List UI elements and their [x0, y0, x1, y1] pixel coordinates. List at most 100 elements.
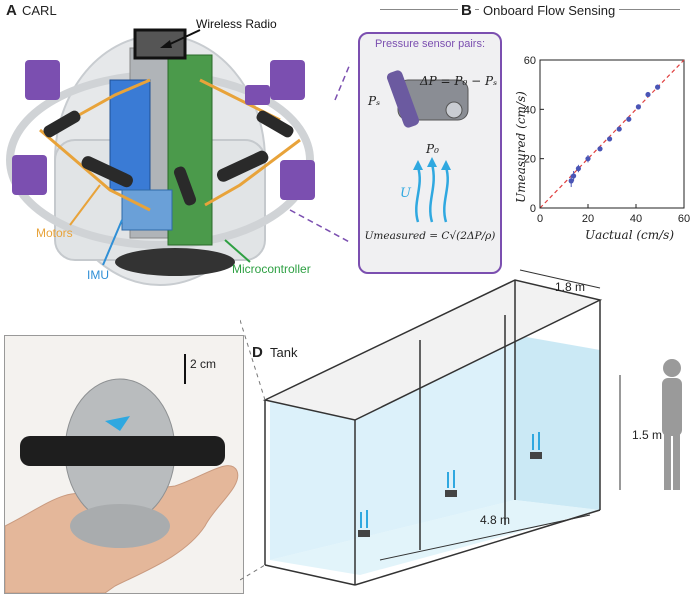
tank-sensor-3 — [530, 452, 542, 459]
photo-frame — [4, 335, 244, 594]
panel-b-letter: B — [458, 2, 475, 19]
water-side — [515, 335, 600, 510]
label-wireless-radio: Wireless Radio — [196, 17, 277, 31]
human-silhouette — [662, 359, 682, 490]
hand-photo — [5, 354, 239, 593]
panel-a-letter: A — [6, 2, 17, 19]
sensor-fin — [386, 70, 420, 128]
y-tick-label: 60 — [524, 55, 536, 67]
bracket-top-right — [270, 60, 305, 100]
micro-callout — [224, 239, 251, 263]
tank-flow-arrows — [360, 432, 540, 528]
tank-bottom-front — [264, 564, 356, 586]
flow-arrows — [415, 163, 449, 223]
ps-label: Pₛ — [368, 94, 381, 108]
radio-arrow — [160, 40, 172, 48]
flow-head-1 — [413, 160, 423, 170]
data-point — [575, 165, 581, 172]
radio-module — [134, 29, 186, 59]
flow-head-2 — [427, 157, 437, 167]
panel-a-title: CARL — [22, 3, 57, 18]
tank-frame — [262, 279, 603, 586]
motor-center — [173, 166, 197, 206]
human-torso — [662, 378, 682, 436]
bracket-left — [12, 155, 47, 195]
sensor-box: Pressure sensor pairs: ΔP = P₀ − Pₛ Pₛ P… — [358, 32, 502, 274]
chart-ylabel: Umeasured (cm/s) — [513, 91, 528, 203]
dim-length-line — [379, 514, 591, 561]
panel-d-title: Tank — [270, 345, 298, 360]
data-point — [626, 116, 632, 122]
human-head — [663, 359, 681, 377]
tank-bottom-side — [354, 509, 601, 586]
motor-right-upper — [256, 110, 294, 138]
dim-height-label: 1.5 m — [632, 428, 663, 442]
dimension-lines — [379, 269, 621, 561]
x-tick-label: 40 — [630, 213, 642, 225]
motor-outline-left — [69, 78, 151, 122]
data-point — [635, 104, 641, 110]
chart-xlabel: Uactual (cm/s) — [585, 228, 675, 242]
connector-c-upper — [240, 319, 266, 401]
motor-right-lower — [216, 150, 269, 182]
connector-c-lower — [240, 564, 266, 581]
sensor-box-header: Pressure sensor pairs: — [374, 38, 486, 50]
dim-width-label: 1.8 m — [555, 280, 586, 294]
dim-length-label: 4.8 m — [480, 513, 511, 527]
base-plate — [115, 248, 235, 276]
y-tick-label: 0 — [530, 203, 536, 215]
flow-arrowheads — [413, 157, 451, 170]
y-tick-label: 20 — [524, 154, 536, 166]
tank-sensors — [358, 432, 542, 537]
flow-formula: Umeasured = C√(2ΔP/ρ) — [364, 230, 496, 242]
panel-d-letter: D — [252, 344, 263, 361]
sensor-port — [445, 101, 463, 119]
tank-sensor-2 — [445, 490, 457, 497]
motor-left-lower — [81, 156, 133, 188]
dim-width-line — [519, 269, 601, 289]
flow-arrow-1 — [415, 166, 421, 223]
bracket-group — [12, 60, 315, 200]
motor-outline-right-lower — [204, 138, 301, 207]
human-leg-right — [673, 432, 680, 490]
bracket-top-left — [25, 60, 60, 100]
u-label: U — [400, 186, 411, 201]
data-point — [568, 178, 574, 184]
bracket-right — [280, 160, 315, 200]
data-point — [607, 136, 613, 142]
plot-frame — [539, 59, 685, 209]
carl-base — [70, 504, 170, 548]
sensor-illustration — [386, 70, 469, 223]
x-tick-label: 60 — [678, 213, 690, 225]
label-imu: IMU — [87, 268, 109, 282]
p0-label: P₀ — [426, 142, 439, 156]
water-floor — [270, 500, 600, 575]
motors-callout — [69, 184, 101, 226]
scale-label: 2 cm — [190, 357, 217, 371]
data-point — [597, 146, 603, 152]
tank-sensor-1 — [358, 530, 370, 537]
data-point — [571, 173, 577, 179]
x-tick-label: 20 — [582, 213, 594, 225]
label-microcontroller: Microcontroller — [232, 262, 311, 276]
motor-group — [43, 110, 294, 206]
carl-marker — [105, 416, 130, 431]
connector-upper — [334, 62, 350, 101]
human-leg-left — [664, 432, 671, 490]
flow-arrow-2 — [429, 163, 435, 223]
microcontroller-board — [167, 54, 213, 246]
data-point — [585, 156, 591, 162]
flow-head-3 — [441, 160, 451, 170]
carl-robot-illustration — [6, 28, 350, 286]
x-tick-label: 0 — [537, 213, 543, 225]
tank-illustration — [240, 269, 682, 586]
radio-outline — [133, 28, 187, 60]
connector-lower — [289, 209, 350, 244]
panel-b-title: Onboard Flow Sensing — [479, 3, 620, 18]
imu-callout — [102, 219, 123, 266]
flow-arrow-3 — [443, 166, 449, 223]
radio-callout — [167, 29, 201, 46]
data-point — [655, 84, 661, 90]
